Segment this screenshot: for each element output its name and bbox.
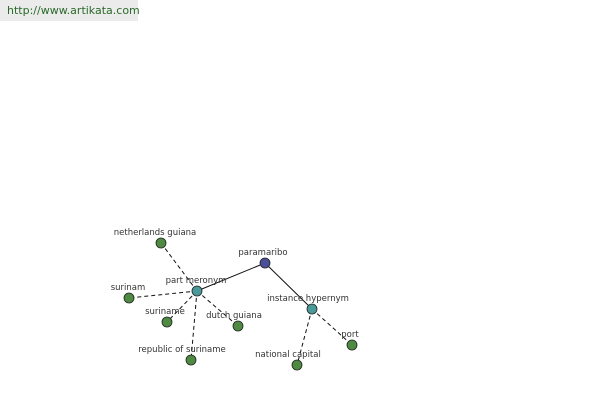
node-circle-dutch-guiana[interactable] — [232, 320, 244, 332]
node-label-national-capital[interactable]: national capital — [255, 350, 321, 360]
site-url-link[interactable]: http://www.artikata.com — [7, 4, 140, 17]
edge-part-meronym-to-suriname — [166, 290, 198, 323]
node-label-dutch-guiana[interactable]: dutch guiana — [206, 311, 262, 321]
node-circle-surinam[interactable] — [123, 292, 135, 304]
node-circle-port[interactable] — [346, 339, 358, 351]
node-label-surinam[interactable]: surinam — [111, 283, 146, 293]
url-bar: http://www.artikata.com — [0, 0, 140, 21]
node-netherlands-guiana[interactable]: netherlands guiana — [114, 228, 197, 249]
node-circle-republic-of-suriname[interactable] — [185, 354, 197, 366]
graph-nodes: paramaribo part meronym instance hypernym n… — [111, 228, 359, 371]
edge-part-meronym-to-dutch-guiana — [196, 290, 239, 327]
edge-instance-hypernym-to-port — [311, 308, 353, 346]
node-label-netherlands-guiana[interactable]: netherlands guiana — [114, 228, 197, 238]
node-label-instance-hypernym[interactable]: instance hypernym — [267, 294, 349, 304]
graph-edges — [128, 242, 353, 366]
edge-paramaribo-to-part-meronym — [196, 262, 266, 292]
node-circle-suriname[interactable] — [161, 316, 173, 328]
edge-part-meronym-to-surinam — [128, 290, 198, 299]
node-national-capital[interactable]: national capital — [255, 350, 321, 371]
edge-instance-hypernym-to-national-capital — [296, 308, 313, 366]
edge-paramaribo-to-instance-hypernym — [264, 262, 313, 310]
node-paramaribo[interactable]: paramaribo — [238, 248, 288, 269]
node-suriname[interactable]: suriname — [145, 307, 185, 328]
node-circle-instance-hypernym[interactable] — [306, 303, 318, 315]
edge-part-meronym-to-netherlands-guiana — [160, 242, 198, 292]
node-circle-national-capital[interactable] — [291, 359, 303, 371]
node-label-paramaribo[interactable]: paramaribo — [238, 248, 287, 258]
node-instance-hypernym[interactable]: instance hypernym — [267, 294, 349, 315]
node-label-suriname[interactable]: suriname — [145, 307, 185, 317]
node-circle-netherlands-guiana[interactable] — [155, 237, 167, 249]
node-label-part-meronym[interactable]: part meronym — [166, 276, 227, 286]
edge-part-meronym-to-republic-of-suriname — [190, 290, 198, 361]
node-circle-part-meronym[interactable] — [191, 285, 203, 297]
node-republic-of-suriname[interactable]: republic of suriname — [138, 345, 226, 366]
node-port[interactable]: port — [341, 330, 359, 351]
node-part-meronym[interactable]: part meronym — [166, 276, 227, 297]
node-label-port[interactable]: port — [341, 330, 359, 340]
node-label-republic-of-suriname[interactable]: republic of suriname — [138, 345, 226, 355]
node-surinam[interactable]: surinam — [111, 283, 146, 304]
node-dutch-guiana[interactable]: dutch guiana — [206, 311, 262, 332]
node-circle-paramaribo[interactable] — [259, 257, 271, 269]
